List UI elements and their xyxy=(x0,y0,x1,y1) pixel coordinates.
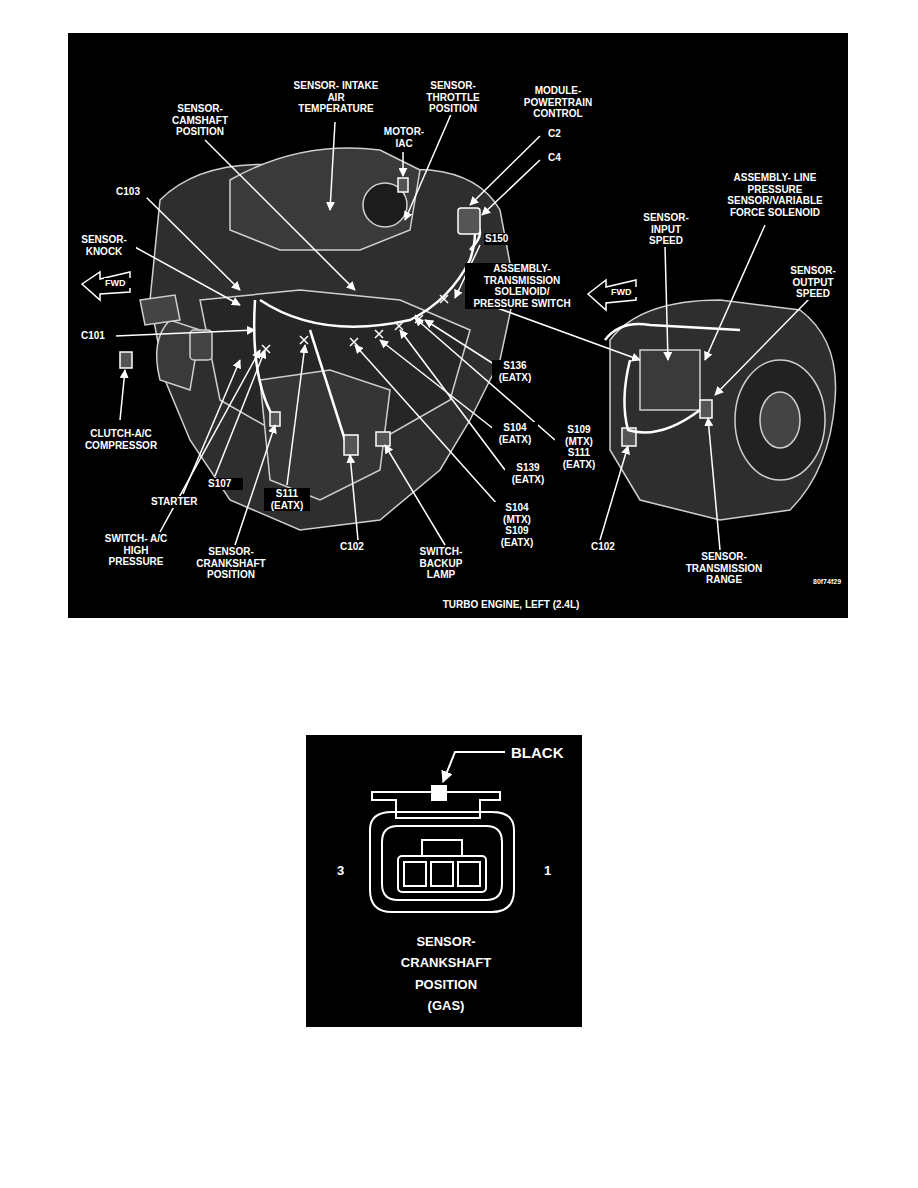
connector-id: C102 xyxy=(339,541,377,553)
component-label: MOTOR- IAC xyxy=(377,126,431,149)
component-label: SENSOR- KNOCK xyxy=(72,234,136,257)
fwd-label: FWD xyxy=(610,287,638,297)
connector-face xyxy=(370,786,514,912)
component-label: SWITCH- A/C HIGH PRESSURE xyxy=(98,533,174,568)
pin-number: 3 xyxy=(336,864,352,879)
pin-number: 1 xyxy=(543,864,559,879)
splice-id: S136 (EATX) xyxy=(492,360,538,383)
splice-id: S104 (MTX) S109 (EATX) xyxy=(493,502,541,548)
splice-id: S111 (EATX) xyxy=(264,488,310,511)
connector-id: C101 xyxy=(80,330,116,342)
connector-id: C102 xyxy=(590,541,628,553)
component-label: MODULE- POWERTRAIN CONTROL xyxy=(512,85,604,120)
color-callout: BLACK xyxy=(510,744,572,761)
fwd-label: FWD xyxy=(104,278,132,288)
connector-id: C103 xyxy=(109,186,147,198)
connector-title: SENSOR- CRANKSHAFT POSITION (GAS) xyxy=(395,931,497,1017)
leader-line xyxy=(115,112,810,550)
connector-id: C2 xyxy=(547,128,573,140)
component-label: SENSOR- TRANSMISSION RANGE xyxy=(674,551,774,586)
splice-id: S109 (MTX) S111 (EATX) xyxy=(555,424,603,470)
transmission-drawing xyxy=(610,300,836,520)
leader-line xyxy=(443,752,505,782)
figure-code: 80f74f29 xyxy=(812,578,848,586)
component-label: SENSOR- CAMSHAFT POSITION xyxy=(157,103,243,138)
engine-drawing xyxy=(140,148,515,530)
splice-id: S107 xyxy=(207,478,243,490)
component-label: SENSOR- OUTPUT SPEED xyxy=(780,265,846,300)
component-label: SENSOR- THROTTLE POSITION xyxy=(415,80,491,115)
connector-symbol xyxy=(120,178,480,455)
figure-panel xyxy=(306,735,582,1027)
component-label: STARTER xyxy=(150,496,210,508)
component-label: SWITCH- BACKUP LAMP xyxy=(408,546,474,581)
component-label: CLUTCH-A/C COMPRESSOR xyxy=(75,428,167,451)
component-label: ASSEMBLY- LINE PRESSURE SENSOR/VARIABLE … xyxy=(718,172,832,218)
connector-id: C4 xyxy=(547,152,573,164)
component-label: ASSEMBLY- TRANSMISSION SOLENOID/ PRESSUR… xyxy=(465,263,579,309)
splice-mark xyxy=(262,295,448,353)
splice-id: S150 xyxy=(484,233,520,245)
splice-id: S104 (EATX) xyxy=(492,422,538,445)
wire-harness xyxy=(254,210,480,440)
splice-id: S139 (EATX) xyxy=(505,462,551,485)
component-label: SENSOR- INPUT SPEED xyxy=(634,212,698,247)
component-label: SENSOR- CRANKSHAFT POSITION xyxy=(183,546,279,581)
wire-harness xyxy=(605,324,740,433)
figure-panel xyxy=(68,33,848,618)
figure-caption: TURBO ENGINE, LEFT (2.4L) xyxy=(420,599,602,611)
component-label: SENSOR- INTAKE AIR TEMPERATURE xyxy=(289,80,383,115)
